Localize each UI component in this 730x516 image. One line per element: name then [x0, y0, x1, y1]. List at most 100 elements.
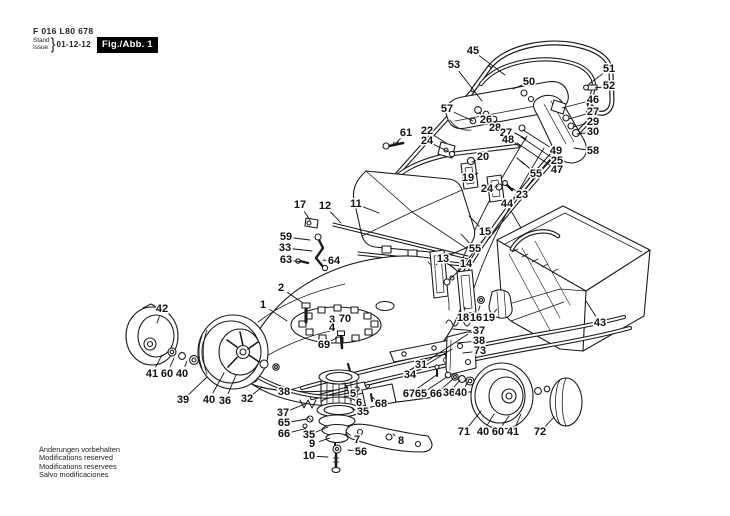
part-label-51: 51 [603, 63, 615, 75]
leader-line-57 [453, 111, 474, 122]
leader-line-27 [568, 113, 586, 120]
part-label-7: 7 [354, 434, 360, 446]
flap-rod [304, 217, 469, 260]
leader-line-41 [155, 354, 163, 368]
part-label-70: 70 [339, 313, 351, 325]
part-label-65: 65 [415, 388, 427, 400]
part-label-19: 19 [483, 312, 495, 324]
part-label-36: 36 [443, 387, 455, 399]
leader-line-51 [588, 73, 604, 85]
part-label-64: 64 [328, 255, 341, 267]
part-label-18: 18 [457, 312, 469, 324]
part-label-13: 13 [437, 253, 449, 265]
grass-catcher-box [496, 205, 651, 352]
part-label-36: 36 [219, 395, 231, 407]
part-label-55: 55 [469, 243, 481, 255]
handle-hardware-cluster [469, 106, 527, 165]
part-label-57: 57 [441, 103, 453, 115]
part-label-38: 38 [473, 335, 485, 347]
leader-line-12 [330, 211, 342, 224]
mower-deck-housing [242, 255, 464, 393]
leader-line-35 [315, 426, 329, 433]
part-label-68: 68 [375, 398, 387, 410]
part-label-67: 67 [403, 388, 415, 400]
figure-number-badge: Fig./Abb. 1 [97, 37, 158, 53]
part-label-20: 20 [477, 151, 489, 163]
leader-line-46 [561, 101, 586, 109]
part-label-9: 9 [309, 438, 315, 450]
leader-line-36 [453, 379, 461, 388]
leader-line-1 [269, 308, 288, 322]
leader-line-32 [252, 386, 263, 395]
leader-line-18 [463, 306, 466, 311]
part-label-66: 66 [430, 388, 442, 400]
legal-line-en: Modifications reserved [39, 453, 113, 463]
leader-line-17 [303, 211, 311, 221]
part-label-6: 6 [356, 397, 362, 409]
legal-line-es: Salvo modificaciones [39, 470, 109, 480]
part-label-40: 40 [477, 426, 489, 438]
leader-line-56 [347, 449, 354, 452]
blade-clutch-assembly [316, 362, 362, 454]
part-label-35: 35 [303, 429, 315, 441]
leader-line-22 [433, 134, 447, 144]
leader-line-43 [585, 300, 597, 317]
part-label-42: 42 [156, 303, 168, 315]
part-label-40: 40 [176, 368, 188, 380]
part-label-23: 23 [516, 189, 528, 201]
document-part-number: F 016 L80 678 [33, 26, 94, 36]
part-label-38: 38 [278, 386, 290, 398]
height-adjust-linkage [295, 233, 329, 272]
leader-line-59 [293, 237, 311, 241]
leader-line-35 [351, 408, 356, 411]
leader-line-65 [291, 418, 308, 423]
issue-date: 01-12-12 [56, 40, 91, 49]
right-wheel-hardware [434, 364, 475, 386]
part-label-37: 37 [473, 325, 485, 337]
leader-line-8 [392, 433, 396, 437]
part-label-27: 27 [500, 127, 512, 139]
part-label-41: 41 [146, 368, 158, 380]
leader-line-10 [316, 455, 329, 458]
leader-line-24 [433, 144, 450, 153]
leader-line-13 [435, 263, 438, 266]
leader-line-71 [468, 410, 482, 427]
leader-line-53 [458, 70, 483, 102]
part-label-30: 30 [587, 126, 599, 138]
part-label-40: 40 [455, 387, 467, 399]
rear-flap-cover [352, 170, 476, 267]
left-wheel-hardware [167, 347, 199, 365]
leader-line-66 [291, 428, 305, 433]
screw-52 [583, 84, 598, 91]
part-label-28: 28 [489, 122, 501, 134]
issue-block: Stand Issue } 01-12-12 [33, 36, 91, 54]
leader-line-63 [293, 260, 304, 263]
leader-line-29 [572, 123, 586, 128]
part-label-46: 46 [587, 94, 599, 106]
part-label-5: 5 [350, 388, 356, 400]
leader-line-19 [474, 172, 479, 175]
part-label-34: 34 [404, 369, 417, 381]
blade-ring-nuts [298, 304, 379, 344]
part-label-25: 25 [551, 155, 563, 167]
part-label-11: 11 [350, 198, 362, 210]
leader-line-69 [330, 336, 339, 342]
part-label-73: 73 [474, 345, 486, 357]
leader-line-47 [516, 142, 551, 166]
part-label-31: 31 [415, 359, 427, 371]
part-label-29: 29 [587, 116, 599, 128]
part-label-65: 65 [278, 417, 290, 429]
legal-line-de: Änderungen vorbehalten [39, 445, 120, 454]
leader-line-52 [594, 86, 602, 89]
part-label-45: 45 [467, 45, 479, 57]
leader-line-36 [227, 374, 237, 395]
leader-line-15 [468, 215, 480, 227]
part-label-43: 43 [594, 317, 606, 329]
part-label-24: 24 [481, 183, 494, 195]
part-label-40: 40 [203, 394, 215, 406]
part-label-33: 33 [279, 242, 291, 254]
part-label-47: 47 [551, 164, 563, 176]
part-label-49: 49 [550, 145, 562, 157]
